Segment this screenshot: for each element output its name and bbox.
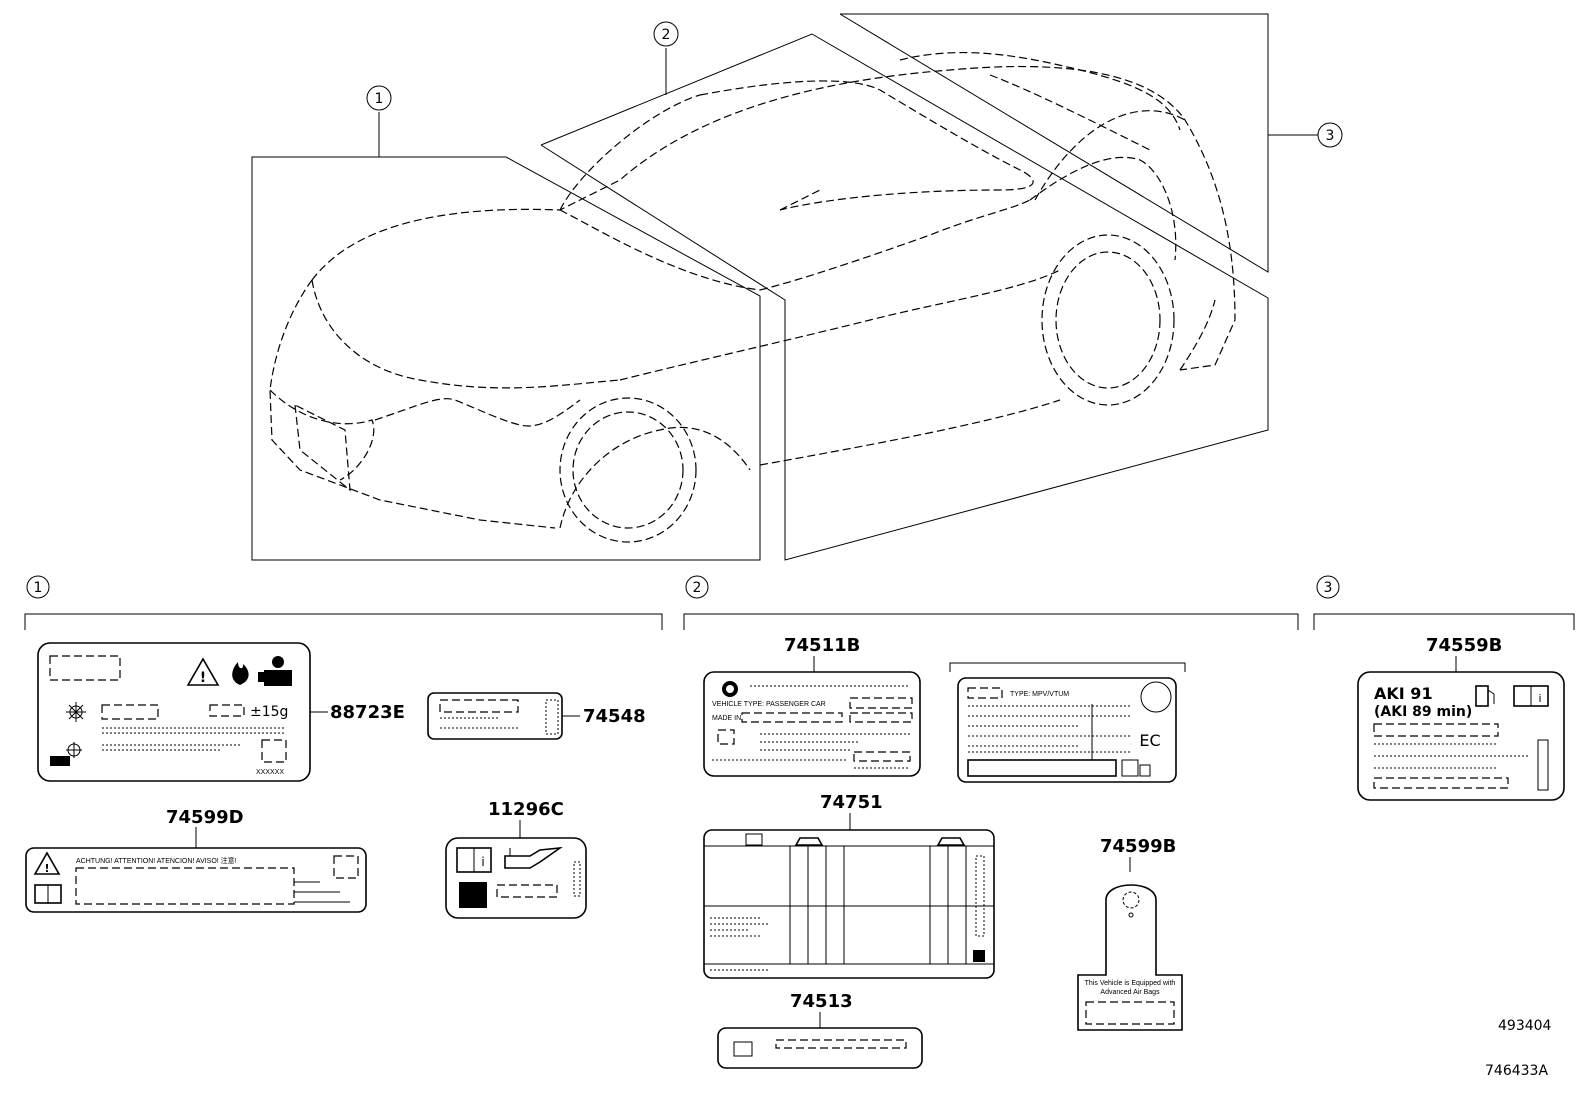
- label-74599B: 74599B This Vehicle is Equipped with Adv…: [1077, 836, 1183, 1031]
- warning-triangle-icon-2: [33, 851, 61, 875]
- ac-snowflake-icon: [66, 702, 86, 722]
- warning-triangle-icon: [186, 657, 220, 686]
- mechanic-icon: [258, 656, 292, 686]
- reference-number-2: 746433A: [1485, 1063, 1548, 1079]
- svg-text:2: 2: [693, 580, 702, 596]
- fuel-rating-text: AKI 91: [1374, 684, 1433, 703]
- label-74751: 74751: [703, 792, 995, 979]
- svg-text:i: i: [1538, 692, 1541, 705]
- label-74599D: 74599D ! ACHTUNG! ATTENTION! ATENCION! A…: [25, 807, 367, 913]
- manual-info-icon-2: i: [1513, 685, 1549, 707]
- car-outline: [269, 51, 1236, 529]
- manual-book-icon: [34, 884, 62, 904]
- svg-text:i: i: [481, 855, 484, 869]
- label-74511B: 74511B VEHICLE TYPE: PASSENGER CAR MADE …: [703, 635, 921, 777]
- label-74559B: 74559B AKI 91 (AKI 89 min) i: [1357, 635, 1565, 801]
- brand-logo-icon: [722, 681, 738, 697]
- black-square: [459, 882, 487, 908]
- vehicle-type-text: VEHICLE TYPE: PASSENGER CAR: [712, 701, 826, 708]
- callout-marker-3: 3: [1268, 122, 1343, 148]
- callout-3-text: 3: [1326, 128, 1335, 144]
- airbag-notice-1: This Vehicle is Equipped with: [1085, 980, 1176, 987]
- group-2-header: 2: [683, 575, 1299, 630]
- fuel-pump-icon: [1475, 685, 1495, 707]
- label-11296C: 11296C i: [445, 799, 587, 919]
- part-number-74548: 74548: [583, 706, 646, 727]
- manual-info-icon: i: [456, 847, 492, 873]
- ec-mark-text: EC: [1139, 731, 1160, 750]
- part-number-88723E: 88723E: [330, 702, 405, 723]
- label-74548: 74548: [427, 692, 646, 740]
- part-number-74559B: 74559B: [1426, 635, 1502, 656]
- oil-snowflake-icon: [50, 742, 82, 766]
- label-ec-type: TYPE: MPV/VTUM EC: [949, 662, 1186, 783]
- airbag-notice-2: Advanced Air Bags: [1100, 989, 1160, 996]
- flame-icon: [232, 662, 249, 685]
- part-number-74751: 74751: [820, 792, 883, 813]
- label-74513: 74513: [717, 991, 923, 1069]
- fuel-min-text: (AKI 89 min): [1374, 704, 1472, 720]
- warning-languages-text: ACHTUNG! ATTENTION! ATENCION! AVISO! 注意!: [76, 856, 237, 865]
- group-3-header: 3: [1313, 575, 1575, 630]
- callout-2-text: 2: [662, 27, 671, 43]
- part-number-74599B: 74599B: [1100, 836, 1176, 857]
- svg-text:!: !: [200, 670, 206, 686]
- reference-number-1: 493404: [1498, 1018, 1552, 1034]
- ac-charge-text: ±15g: [250, 704, 288, 720]
- svg-text:!: !: [44, 862, 49, 875]
- part-number-11296C: 11296C: [488, 799, 564, 820]
- rear-wheel: [1041, 234, 1175, 406]
- part-number-74513: 74513: [790, 991, 853, 1012]
- type-mpv-text: TYPE: MPV/VTUM: [1010, 691, 1069, 698]
- callout-1-text: 1: [375, 91, 384, 107]
- oil-can-icon: [504, 846, 563, 869]
- made-in-text: MADE IN: [712, 715, 741, 722]
- car-icon-right: [936, 837, 966, 846]
- callout-marker-1: 1: [366, 85, 392, 157]
- part-number-74511B: 74511B: [784, 635, 860, 656]
- car-icon-left: [794, 837, 824, 846]
- black-square-2: [973, 950, 985, 962]
- svg-text:3: 3: [1324, 580, 1333, 596]
- car-overview: 1 2 3: [251, 13, 1343, 561]
- group-1-header: 1: [24, 575, 663, 630]
- part-number-74599D: 74599D: [166, 807, 244, 828]
- front-wheel: [559, 397, 697, 543]
- label-88723E: ! ±15g XXXXXX: [37, 642, 405, 782]
- ac-code-text: XXXXXX: [256, 769, 284, 776]
- callout-marker-2: 2: [653, 21, 679, 95]
- svg-text:1: 1: [34, 580, 43, 596]
